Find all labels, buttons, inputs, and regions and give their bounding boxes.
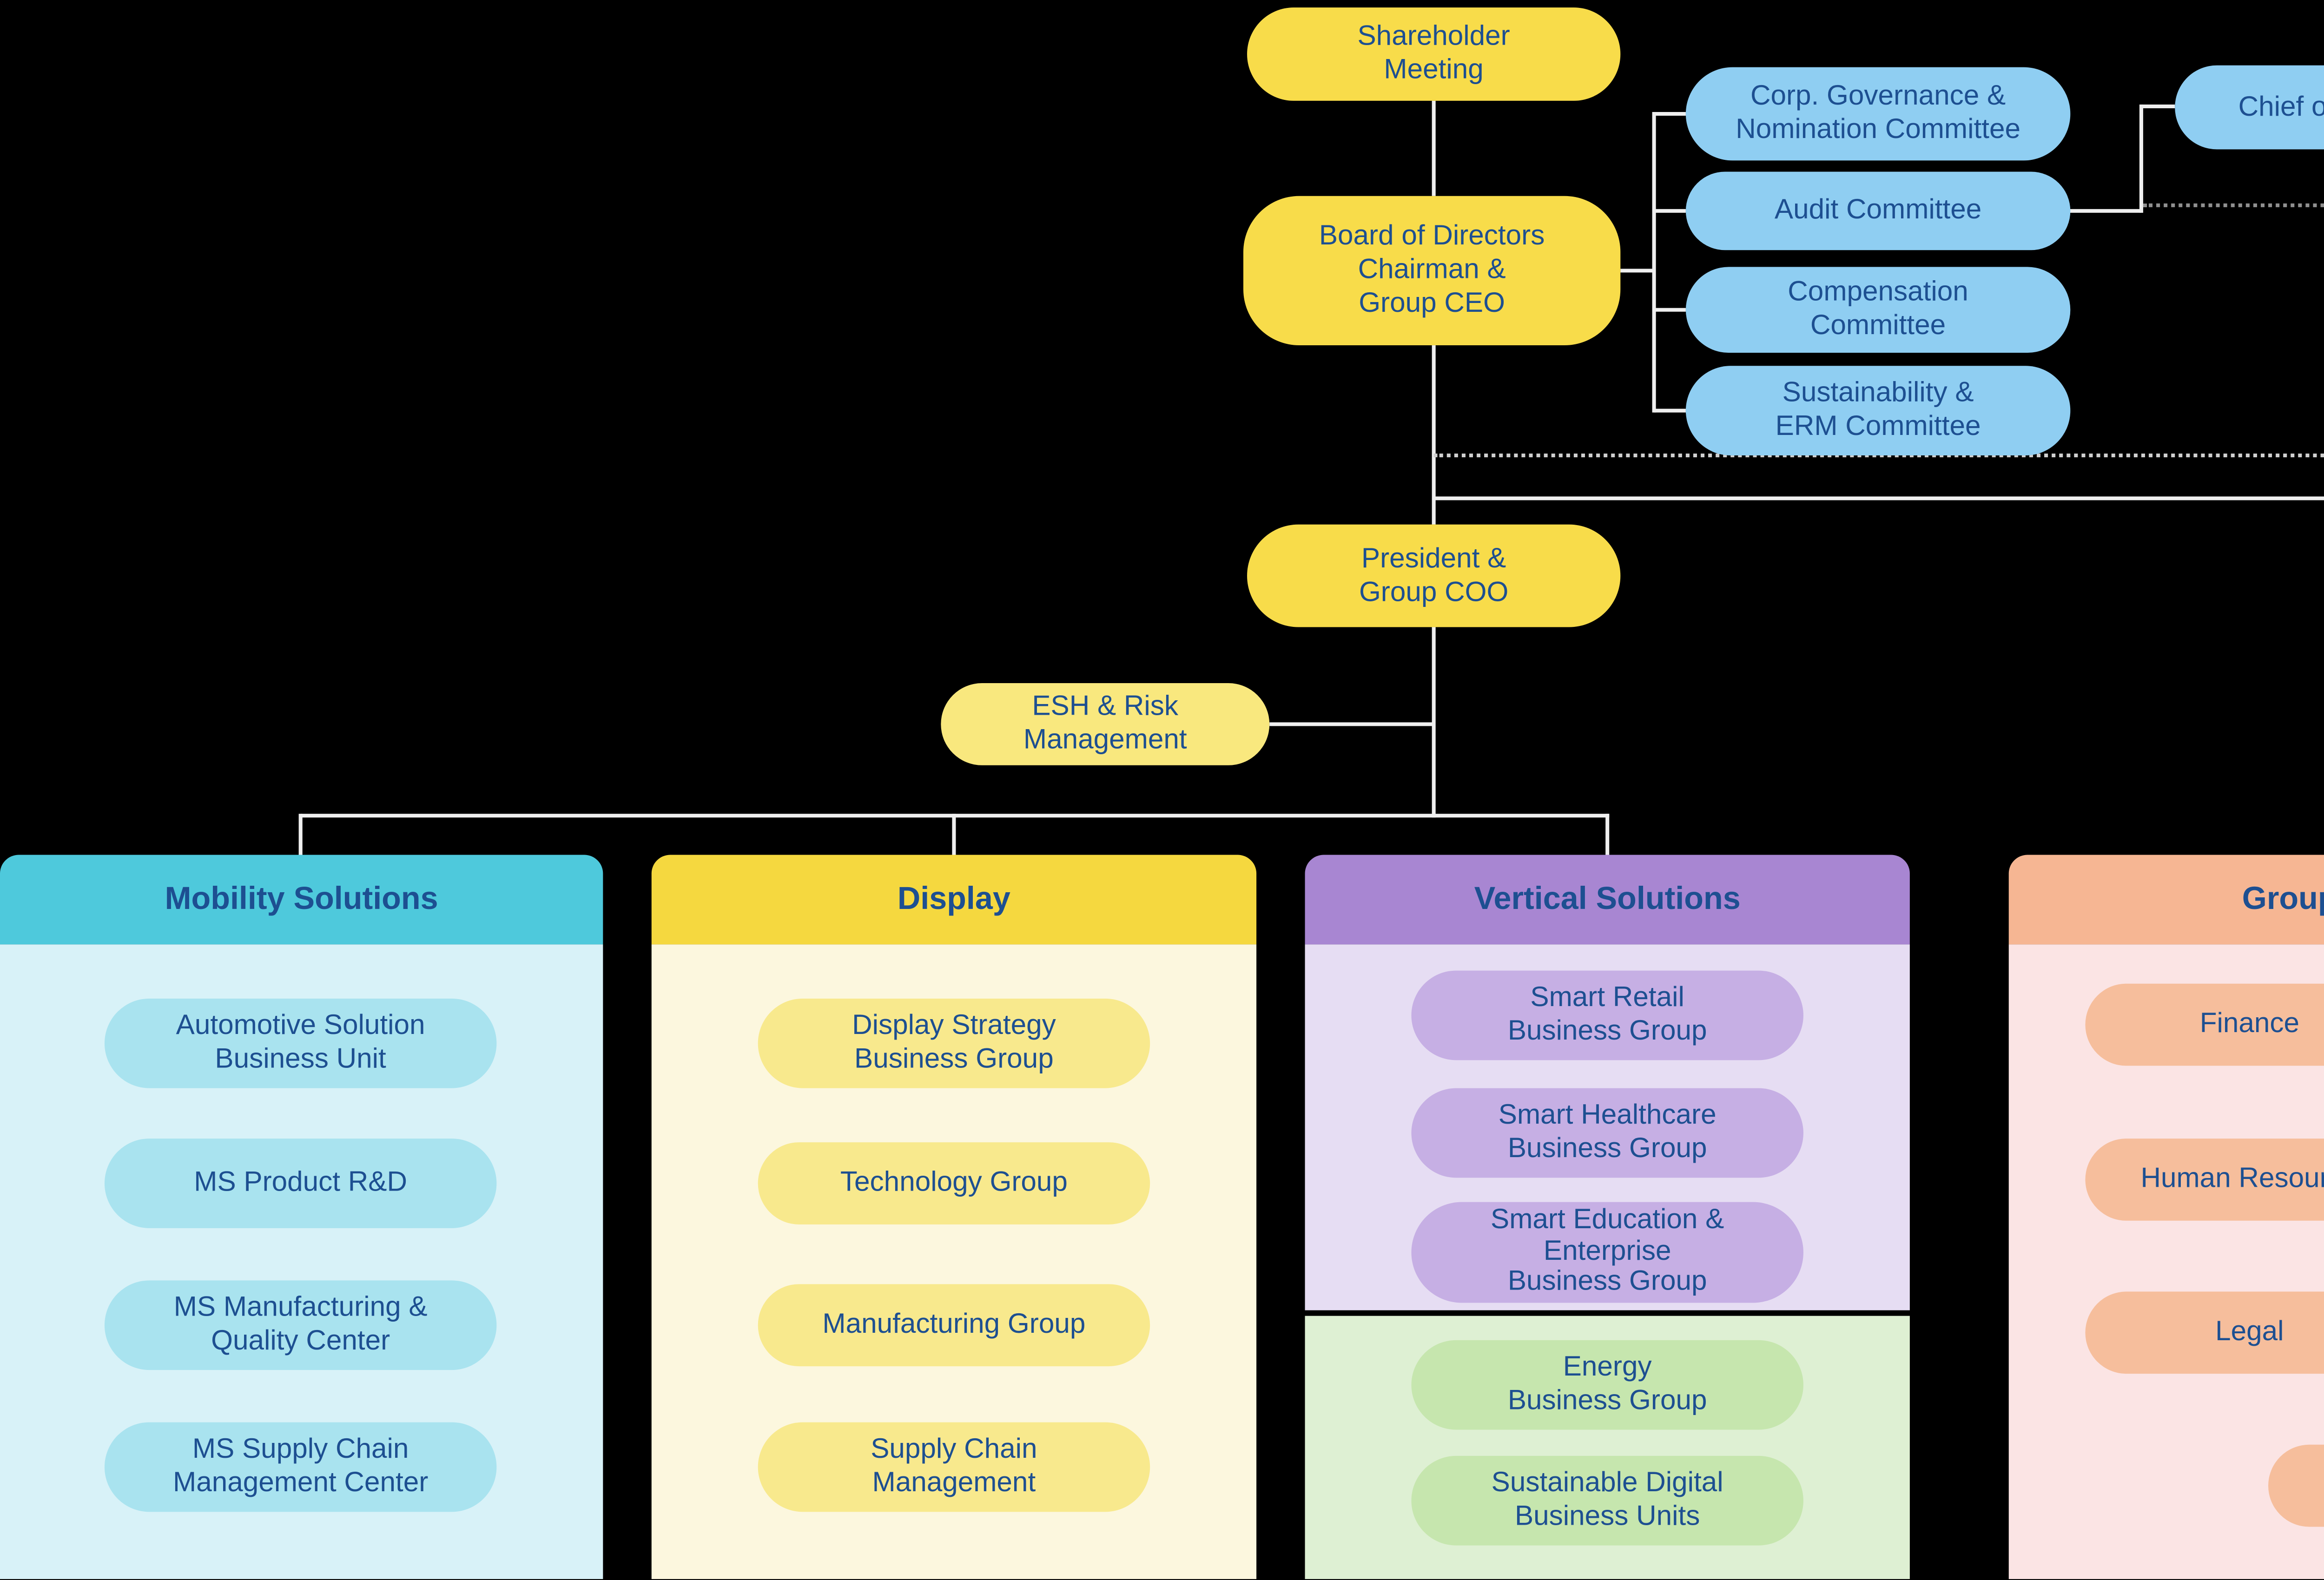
department-item: Legal bbox=[2085, 1291, 2324, 1374]
connector-stub-display bbox=[952, 814, 956, 855]
department-item: Technology Group bbox=[758, 1142, 1150, 1224]
department-item: Automotive Solution Business Unit bbox=[104, 998, 497, 1088]
connector-board-bracket bbox=[1620, 269, 1654, 273]
department-item: Supply Chain Management bbox=[758, 1422, 1150, 1512]
department-item: Display Strategy Business Group bbox=[758, 998, 1150, 1088]
dotted-audit-committee-right bbox=[2143, 203, 2324, 207]
connector-board-president bbox=[1432, 345, 1436, 525]
department-item: Sustainable Digital Business Units bbox=[1411, 1455, 1803, 1546]
department-item: MS Product R&D bbox=[104, 1139, 497, 1228]
dotted-chief-return bbox=[1433, 454, 2324, 458]
department-item: Smart Retail Business Group bbox=[1411, 970, 1803, 1060]
connector-branch-giu-horizontal bbox=[1433, 496, 2324, 500]
department-header-display: Display bbox=[651, 855, 1257, 945]
connector-president-distribution bbox=[1432, 627, 1436, 818]
committee-sustainability-erm: Sustainability & ERM Committee bbox=[1685, 366, 2071, 456]
department-header-vertical-solutions: Vertical Solutions bbox=[1305, 855, 1910, 945]
connector-bracket-compensation bbox=[1654, 308, 1686, 312]
node-shareholder-meeting: Shareholder Meeting bbox=[1247, 7, 1621, 101]
connector-bracket-audit bbox=[1654, 209, 1686, 213]
node-chief-of-compliance: Chief of Compliance bbox=[2175, 65, 2324, 150]
department-item: MS Supply Chain Management Center bbox=[104, 1422, 497, 1512]
committee-compensation: Compensation Committee bbox=[1685, 267, 2071, 353]
department-item: Smart Education & Enterprise Business Gr… bbox=[1411, 1202, 1803, 1303]
connector-bracket-corp-governance bbox=[1654, 112, 1686, 116]
department-item: Energy Business Group bbox=[1411, 1340, 1803, 1430]
department-item: Manufacturing Group bbox=[758, 1284, 1150, 1367]
department-item: Finance bbox=[2085, 983, 2324, 1066]
connector-committee-bracket bbox=[1652, 112, 1656, 413]
committee-audit: Audit Committee bbox=[1685, 171, 2071, 250]
department-item: Smart Healthcare Business Group bbox=[1411, 1088, 1803, 1178]
node-esh-risk-management: ESH & Risk Management bbox=[941, 683, 1270, 765]
department-header-group-infrastructure: Group Infrastructure Unit bbox=[2008, 855, 2324, 945]
department-item: MS Manufacturing & Quality Center bbox=[104, 1280, 497, 1370]
connector-stub-vertical-solutions bbox=[1605, 814, 1610, 855]
connector-stub-mobility bbox=[298, 814, 303, 855]
connector-bracket-sustainability bbox=[1654, 408, 1686, 413]
committee-corp-governance: Corp. Governance & Nomination Committee bbox=[1685, 67, 2071, 161]
connector-elbow-chief-top bbox=[2141, 104, 2175, 108]
department-item: Human Resource bbox=[2085, 1139, 2324, 1221]
connector-elbow-chief bbox=[2139, 104, 2143, 213]
node-board-of-directors: Board of Directors Chairman & Group CEO bbox=[1243, 196, 1621, 346]
connector-shareholder-board bbox=[1432, 100, 1436, 196]
connector-esh bbox=[1269, 722, 1434, 726]
node-president-coo: President & Group COO bbox=[1247, 524, 1621, 627]
connector-audit-elbow bbox=[2068, 209, 2141, 213]
department-header-mobility-solutions: Mobility Solutions bbox=[0, 855, 603, 945]
